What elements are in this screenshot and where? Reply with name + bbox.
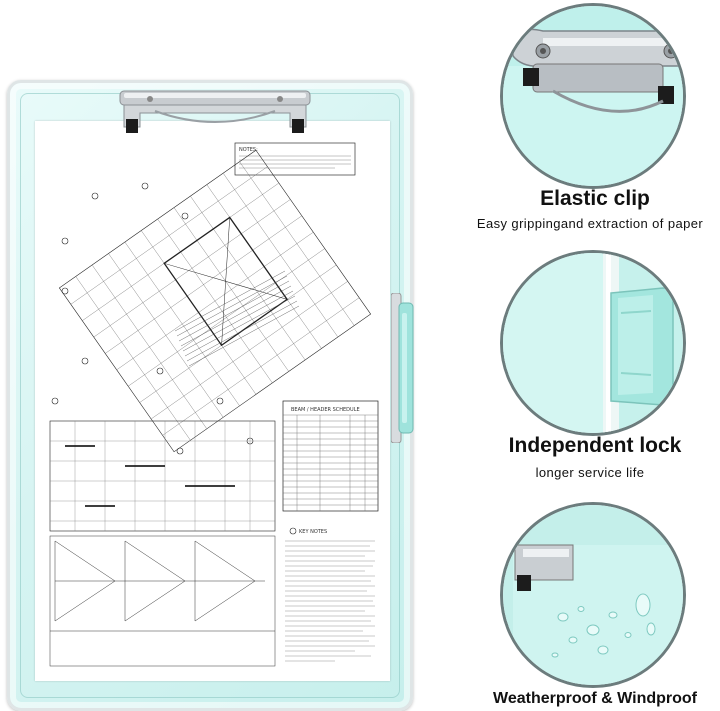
- clipboard: NOTES:: [7, 80, 415, 711]
- floor-plan-lower: [49, 420, 276, 532]
- feature-subtitle-independent-lock: longer service life: [535, 465, 645, 480]
- grid-markers: [51, 182, 254, 455]
- beam-schedule: BEAM / HEADER SCHEDULE: [282, 400, 379, 512]
- feature-title-independent-lock: Independent lock: [508, 434, 682, 457]
- weatherproof-closeup: [500, 502, 686, 688]
- notes-header: NOTES:: [239, 147, 258, 153]
- roof-plan-lower: [49, 535, 276, 667]
- notes-box: [234, 142, 356, 176]
- key-notes: KEY NOTES: [285, 527, 375, 662]
- hatch-strips: [174, 270, 300, 367]
- top-clip[interactable]: [110, 89, 320, 137]
- independent-lock-closeup: [500, 250, 686, 436]
- blueprint-drawing: NOTES:: [49, 142, 379, 667]
- floor-plan-upper: [58, 149, 372, 453]
- feature-subtitle-elastic-clip: Easy grippingand extraction of paper: [476, 216, 704, 231]
- schedule-title: BEAM / HEADER SCHEDULE: [291, 407, 360, 413]
- feature-title-weatherproof: Weatherproof & Windproof: [493, 690, 697, 707]
- key-notes-title: KEY NOTES: [299, 529, 327, 535]
- side-lock[interactable]: [391, 293, 415, 443]
- feature-title-elastic-clip: Elastic clip: [540, 187, 650, 210]
- elastic-clip-closeup: [500, 3, 686, 189]
- blueprint-paper: NOTES:: [35, 121, 390, 681]
- water-droplets: [551, 593, 656, 658]
